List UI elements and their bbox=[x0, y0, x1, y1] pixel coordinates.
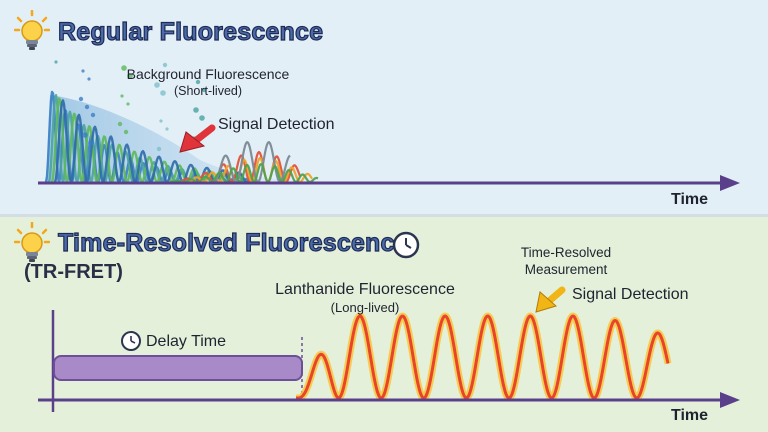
emission-dot bbox=[193, 107, 199, 113]
signal-wave bbox=[213, 141, 291, 184]
emission-dot bbox=[120, 94, 124, 98]
emission-dot bbox=[82, 132, 88, 138]
signal-wave bbox=[187, 156, 313, 184]
emission-dot bbox=[117, 121, 123, 127]
background-sublabel: (Short-lived) bbox=[173, 84, 243, 98]
emission-dot bbox=[160, 90, 166, 96]
emission-dot bbox=[84, 104, 90, 110]
emission-dot bbox=[165, 127, 169, 131]
arrow-icon bbox=[535, 286, 566, 313]
emission-dot bbox=[162, 62, 168, 68]
delay-time-label: Delay Time bbox=[146, 333, 227, 350]
emission-dot bbox=[127, 73, 133, 79]
clock-icon bbox=[121, 331, 141, 351]
clock-icon bbox=[392, 231, 420, 259]
regular-fluorescence-title: Regular Fluorescence bbox=[57, 17, 324, 46]
time-axis-label-bottom: Time bbox=[671, 407, 709, 424]
signal-waves-top bbox=[169, 141, 319, 184]
emission-dot bbox=[87, 77, 91, 81]
lightbulb-icon bbox=[14, 222, 50, 262]
signal-detection-label-bottom: Signal Detection bbox=[572, 286, 689, 303]
emission-dot bbox=[159, 119, 163, 123]
time-axis-arrowhead bbox=[720, 175, 740, 191]
emission-dot bbox=[126, 102, 130, 106]
emission-dot bbox=[121, 65, 127, 71]
emission-dot bbox=[199, 115, 205, 121]
emission-dot bbox=[154, 82, 160, 88]
emission-dot bbox=[156, 146, 162, 152]
arrow-icon bbox=[179, 124, 216, 153]
emission-dot bbox=[201, 87, 207, 93]
lanthanide-sublabel: (Long-lived) bbox=[330, 300, 400, 315]
emission-dot bbox=[54, 60, 58, 64]
lanthanide-wave-line bbox=[295, 314, 670, 400]
emission-dot bbox=[88, 140, 94, 146]
emission-dot bbox=[195, 79, 201, 85]
panel-divider bbox=[0, 214, 768, 217]
time-resolved-title: Time-Resolved Fluorescence bbox=[57, 228, 409, 257]
lightbulb-icon bbox=[14, 10, 50, 50]
emission-dot bbox=[123, 129, 129, 135]
time-axis-arrowhead bbox=[720, 392, 740, 408]
background-fluorescence-label: Background Fluorescence bbox=[126, 66, 290, 82]
lanthanide-wave bbox=[293, 312, 672, 402]
lanthanide-fluorescence-label: Lanthanide Fluorescence bbox=[275, 281, 455, 298]
signal-wave bbox=[169, 163, 319, 184]
tr-fret-subtitle: (TR-FRET) bbox=[24, 261, 123, 283]
delay-time-bar bbox=[53, 355, 303, 381]
time-axis-label-top: Time bbox=[671, 191, 709, 208]
emission-dot bbox=[90, 112, 96, 118]
emission-dot bbox=[78, 96, 84, 102]
signal-detection-label-top: Signal Detection bbox=[218, 116, 335, 133]
measurement-label-line1: Time-Resolved bbox=[520, 245, 612, 260]
measurement-label-line2: Measurement bbox=[524, 262, 608, 277]
emission-dot bbox=[81, 69, 85, 73]
